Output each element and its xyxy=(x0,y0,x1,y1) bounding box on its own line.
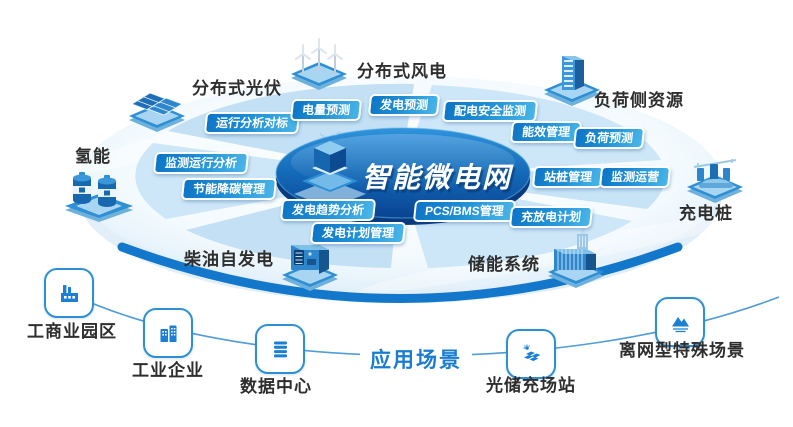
scenario-label-offgrid: 离网型特殊场景 xyxy=(619,341,745,360)
function-pill: 监测运营 xyxy=(598,166,672,189)
function-pill: PCS/BMS管理 xyxy=(412,200,516,223)
resource-label-hydrogen: 氢能 xyxy=(75,147,111,166)
function-pill: 节能降碳管理 xyxy=(180,178,278,201)
function-pill: 电量预测 xyxy=(289,99,363,122)
scenario-label-enterprise: 工业企业 xyxy=(132,361,204,380)
resource-label-load: 负荷侧资源 xyxy=(594,91,684,110)
ev-charger-icon xyxy=(687,159,743,203)
resource-label-storage: 储能系统 xyxy=(468,255,540,274)
building-icon xyxy=(544,56,600,106)
function-pill: 发电计划管理 xyxy=(309,222,407,245)
scenario-label-pv-station: 光储充场站 xyxy=(486,376,576,395)
hydrogen-tank-icon xyxy=(65,172,133,222)
resource-label-charger: 充电桩 xyxy=(679,204,733,223)
resource-label-wind: 分布式风电 xyxy=(357,62,447,81)
function-pill: 站桩管理 xyxy=(531,166,605,189)
enterprise-buildings-icon xyxy=(143,308,193,358)
scenario-heading: 应用场景 xyxy=(360,344,472,374)
pv-station-icon xyxy=(506,329,556,379)
center-title: 智能微电网 xyxy=(362,162,513,193)
scenario-label-park: 工商业园区 xyxy=(27,322,117,341)
function-pill: 监测运行分析 xyxy=(152,152,250,175)
resource-label-pv: 分布式光伏 xyxy=(192,79,282,98)
function-pill: 运行分析对标 xyxy=(203,112,301,135)
resource-label-diesel: 柴油自发电 xyxy=(184,250,274,269)
scenario-label-datacenter: 数据中心 xyxy=(240,377,312,396)
solar-panel-icon xyxy=(129,92,185,132)
diesel-generator-icon xyxy=(282,245,338,291)
island-mountain-icon xyxy=(655,297,705,347)
function-pill: 发电预测 xyxy=(367,94,441,117)
factory-icon xyxy=(44,268,94,318)
function-pill: 充放电计划 xyxy=(508,206,594,229)
data-center-icon xyxy=(255,324,305,374)
function-pill: 发电趋势分析 xyxy=(279,199,377,222)
function-pill: 负荷预测 xyxy=(572,127,646,150)
wind-turbine-icon xyxy=(291,38,347,90)
storage-container-icon xyxy=(548,228,604,288)
function-pill: 能效管理 xyxy=(509,121,583,144)
function-pill: 配电安全监测 xyxy=(441,100,539,123)
